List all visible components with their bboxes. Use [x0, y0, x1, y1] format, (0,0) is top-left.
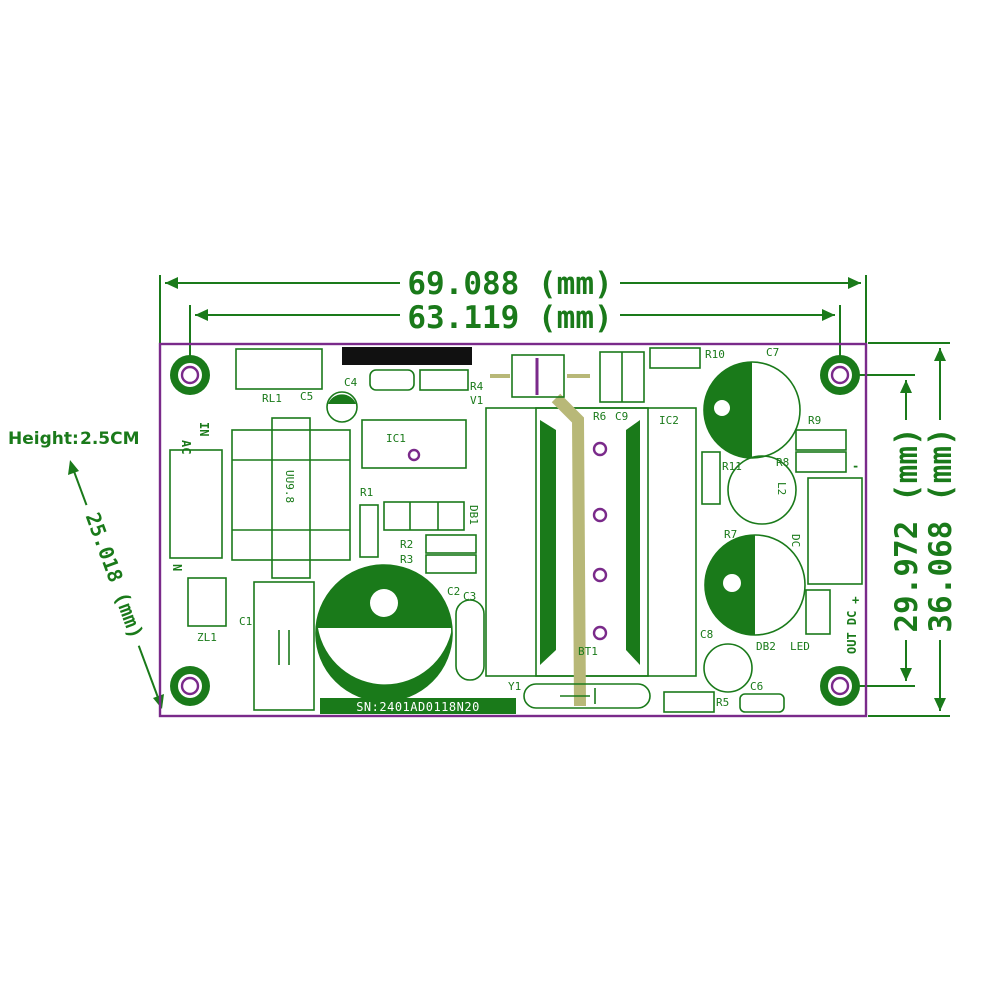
resistor-r2: R2: [400, 534, 477, 554]
svg-text:C1: C1: [239, 615, 252, 628]
overall-height-dimension: 36.068 (mm): [868, 342, 959, 717]
svg-text:R6: R6: [593, 410, 606, 423]
svg-text:AC: AC: [179, 440, 193, 454]
hole-span-width-dimension: 63.119 (mm): [189, 300, 841, 360]
svg-text:BT1: BT1: [578, 645, 598, 658]
height-value: 2.5CM: [80, 429, 140, 449]
hole-span-height-label: 29.972 (mm): [889, 427, 925, 632]
svg-text:C6: C6: [750, 680, 763, 693]
relay-rl1: RL1: [235, 348, 323, 405]
ac-input-terminal: AC IN N: [169, 422, 223, 571]
capacitor-c4: C4: [344, 369, 415, 391]
resistor-r4: R4 V1: [419, 369, 484, 407]
serial-number-strip: SN:2401AD0118N20: [320, 698, 516, 714]
serial-number: SN:2401AD0118N20: [356, 700, 480, 714]
line-filter: UU9.8: [231, 417, 351, 579]
resistor-r9: R9: [795, 414, 847, 451]
bridge-db1: DB1: [383, 501, 480, 531]
svg-text:C5: C5: [300, 390, 313, 403]
svg-text:R11: R11: [722, 460, 742, 473]
dc-output-terminal: - + DC OUT DC: [789, 459, 863, 654]
svg-text:C2: C2: [447, 585, 460, 598]
capacitor-c7: C7: [703, 346, 801, 459]
capacitor-c5: C5: [300, 390, 358, 423]
svg-text:DB1: DB1: [467, 505, 480, 525]
svg-text:-: -: [852, 459, 859, 473]
diode-db2: DB2: [756, 640, 776, 653]
resistor-r7: R7: [724, 528, 737, 541]
resistor-r11: R11: [701, 451, 742, 505]
hole-span-height-dimension: 29.972 (mm): [850, 374, 925, 687]
mounting-hole: [170, 666, 210, 706]
resistor-r8: R8: [776, 451, 847, 473]
svg-text:L2: L2: [775, 482, 788, 495]
inductor-l2: L2: [727, 455, 797, 525]
capacitor-c2: C2 C3: [447, 585, 485, 681]
svg-text:R10: R10: [705, 348, 725, 361]
svg-text:R9: R9: [808, 414, 821, 427]
board-outline: [158, 342, 868, 718]
inductor-zl1: ZL1: [187, 577, 227, 644]
svg-text:LED: LED: [790, 640, 810, 653]
svg-text:R2: R2: [400, 538, 413, 551]
svg-text:Y1: Y1: [508, 680, 521, 693]
resistor-r3: R3: [400, 553, 477, 574]
overall-width-label: 69.088 (mm): [407, 266, 612, 302]
capacitor-output: [704, 534, 806, 636]
svg-text:ZL1: ZL1: [197, 631, 217, 644]
svg-text:C3: C3: [463, 590, 476, 603]
led: LED: [790, 589, 831, 653]
svg-text:IC1: IC1: [386, 432, 406, 445]
capacitor-c6: C6: [739, 680, 785, 713]
svg-text:C9: C9: [615, 410, 628, 423]
svg-text:N: N: [170, 564, 184, 571]
svg-text:R5: R5: [716, 696, 729, 709]
svg-text:IN: IN: [197, 422, 211, 436]
svg-text:DB2: DB2: [756, 640, 776, 653]
capacitor-c1: C1: [239, 581, 315, 711]
svg-text:IC2: IC2: [659, 414, 679, 427]
mounting-hole: [170, 355, 210, 395]
resistor-r5: R5: [663, 691, 729, 713]
capacitor-c8: C8: [700, 628, 753, 693]
mounting-hole: [820, 666, 860, 706]
resistor-r10: R10: [649, 347, 725, 369]
svg-text:+: +: [852, 593, 859, 607]
diagonal-dimension: 25.018 (mm): [55, 460, 164, 709]
diode-upper: [599, 351, 645, 403]
resistor-r1: R1: [359, 486, 379, 558]
svg-text:DC: DC: [789, 534, 802, 547]
capacitor-bulk: [315, 564, 453, 702]
svg-text:OUT DC: OUT DC: [845, 611, 859, 654]
svg-text:R4: R4: [470, 380, 484, 393]
svg-text:R1: R1: [360, 486, 373, 499]
hole-span-width-label: 63.119 (mm): [407, 300, 612, 336]
header-block: [342, 347, 472, 365]
svg-text:C4: C4: [344, 376, 358, 389]
mounting-hole: [820, 355, 860, 395]
svg-text:V1: V1: [470, 394, 483, 407]
svg-text:C8: C8: [700, 628, 713, 641]
overall-height-label: 36.068 (mm): [923, 427, 959, 632]
overall-width-dimension: 69.088 (mm): [159, 266, 867, 345]
svg-text:C7: C7: [766, 346, 779, 359]
transformer-bt1: BT1 IC2 R6 C9: [485, 393, 697, 707]
optocoupler: [490, 354, 590, 398]
svg-text:UU9.8: UU9.8: [283, 470, 296, 503]
ic-ic1: IC1: [361, 419, 467, 469]
svg-text:RL1: RL1: [262, 392, 282, 405]
capacitor-y1: Y1: [508, 680, 651, 709]
svg-text:R3: R3: [400, 553, 413, 566]
svg-text:R7: R7: [724, 528, 737, 541]
height-label: Height:: [8, 429, 79, 449]
